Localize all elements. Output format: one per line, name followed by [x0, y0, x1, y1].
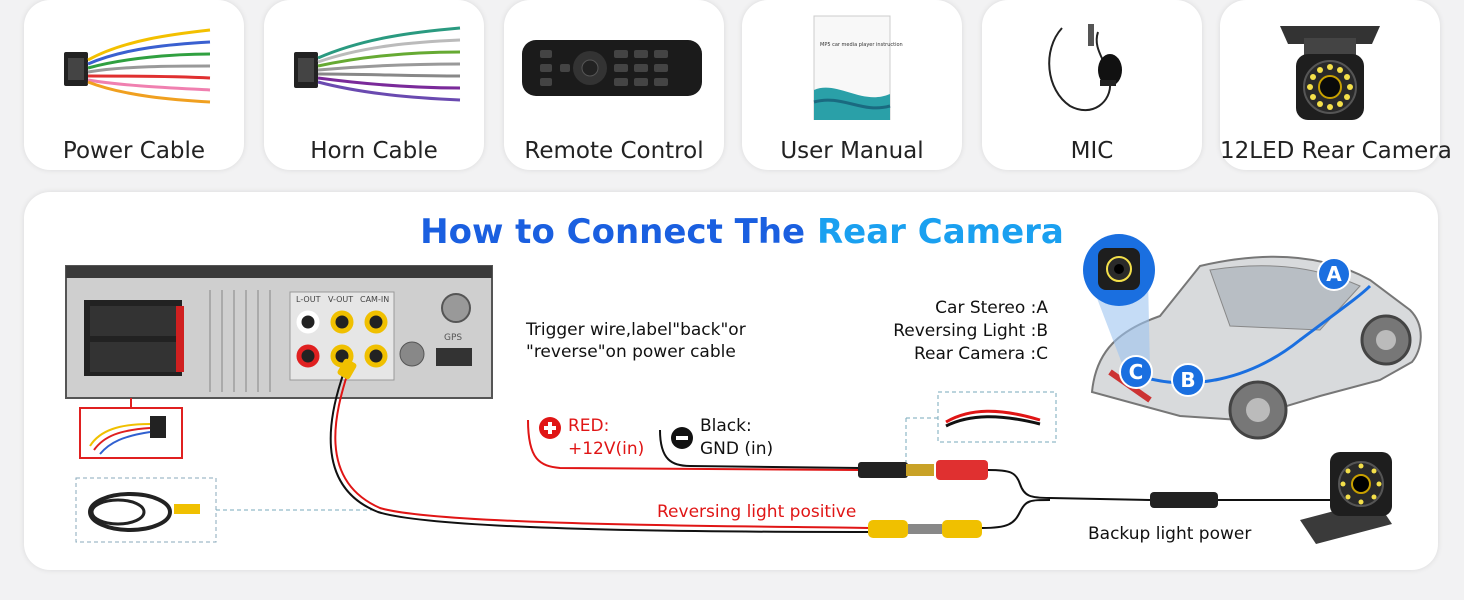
red-wire-label: RED:	[568, 416, 610, 436]
accessory-label: 12LED Rear Camera	[1220, 138, 1452, 164]
accessory-card-horn-cable: Horn Cable	[264, 0, 484, 170]
legend-rear-camera: Rear Camera :C	[913, 344, 1048, 364]
svg-text:C: C	[1129, 360, 1144, 384]
trigger-wire-line-1: Trigger wire,label"back"or	[526, 320, 746, 340]
rear-camera-icon	[1280, 26, 1380, 120]
accessory-card-rear-camera: 12LED Rear Camera	[1220, 0, 1452, 170]
black-gnd-wire	[659, 429, 861, 469]
accessory-label: Horn Cable	[310, 138, 438, 164]
dc-male-connector	[858, 462, 908, 478]
horn-cable-icon	[294, 26, 461, 102]
title-part-2: Rear Camera	[816, 212, 1064, 252]
manual-cover-text: MP5 car media player instruction	[820, 42, 903, 48]
rca-male-connector	[868, 520, 908, 538]
power-cable-icon	[64, 28, 211, 104]
black-wire-gnd: GND (in)	[700, 439, 774, 459]
plus-icon	[539, 417, 561, 439]
accessory-card-mic: MIC	[982, 0, 1202, 170]
red-12v-wire	[527, 419, 861, 471]
video-wire-red	[334, 371, 871, 529]
legend-car-stereo: Car Stereo :A	[935, 298, 1048, 318]
reversing-light-label: Reversing light positive	[657, 502, 857, 522]
port-label-gps: GPS	[444, 333, 462, 343]
marker-c: C	[1119, 355, 1153, 389]
accessory-card-remote-control: Remote Control	[504, 0, 724, 170]
accessory-card-power-cable: Power Cable	[24, 0, 244, 170]
video-wire-black	[329, 371, 871, 533]
title-part-1: How to Connect The	[420, 212, 806, 252]
backup-power-splitter	[1150, 492, 1218, 508]
svg-text:B: B	[1180, 368, 1195, 392]
backup-light-label: Backup light power	[1088, 524, 1252, 544]
marker-a: A	[1317, 257, 1351, 291]
port-label-cam-in: CAM-IN	[360, 295, 389, 304]
car-stereo-rear: L-OUT V-OUT CAM-IN GPS	[65, 265, 493, 399]
accessory-label: Power Cable	[62, 138, 206, 164]
port-label-v-out: V-OUT	[328, 295, 353, 304]
remote-control-icon	[522, 40, 702, 96]
minus-icon	[671, 427, 693, 449]
accessory-card-user-manual: MP5 car media player instruction User Ma…	[742, 0, 962, 170]
accessory-label: User Manual	[780, 138, 924, 164]
marker-b: B	[1171, 363, 1205, 397]
dc-female-connector	[936, 460, 988, 480]
legend-reversing-light: Reversing Light :B	[893, 321, 1048, 341]
mic-icon	[1048, 24, 1122, 112]
trigger-wire-line-2: "reverse"on power cable	[526, 342, 736, 362]
power-cable-inset	[79, 398, 183, 459]
rca-female-connector	[942, 520, 982, 538]
camera-cable-inset	[75, 477, 376, 543]
user-manual-icon: MP5 car media player instruction	[813, 15, 903, 120]
svg-text:A: A	[1326, 262, 1342, 286]
diagram-title: How to Connect The Rear Camera	[0, 212, 1464, 252]
accessory-label: Remote Control	[524, 138, 704, 164]
red-wire-voltage: +12V(in)	[568, 439, 645, 459]
rear-camera-illustration	[1300, 452, 1392, 544]
black-wire-label: Black:	[700, 416, 752, 436]
accessory-label: MIC	[1070, 138, 1114, 164]
port-label-l-out: L-OUT	[296, 295, 321, 304]
